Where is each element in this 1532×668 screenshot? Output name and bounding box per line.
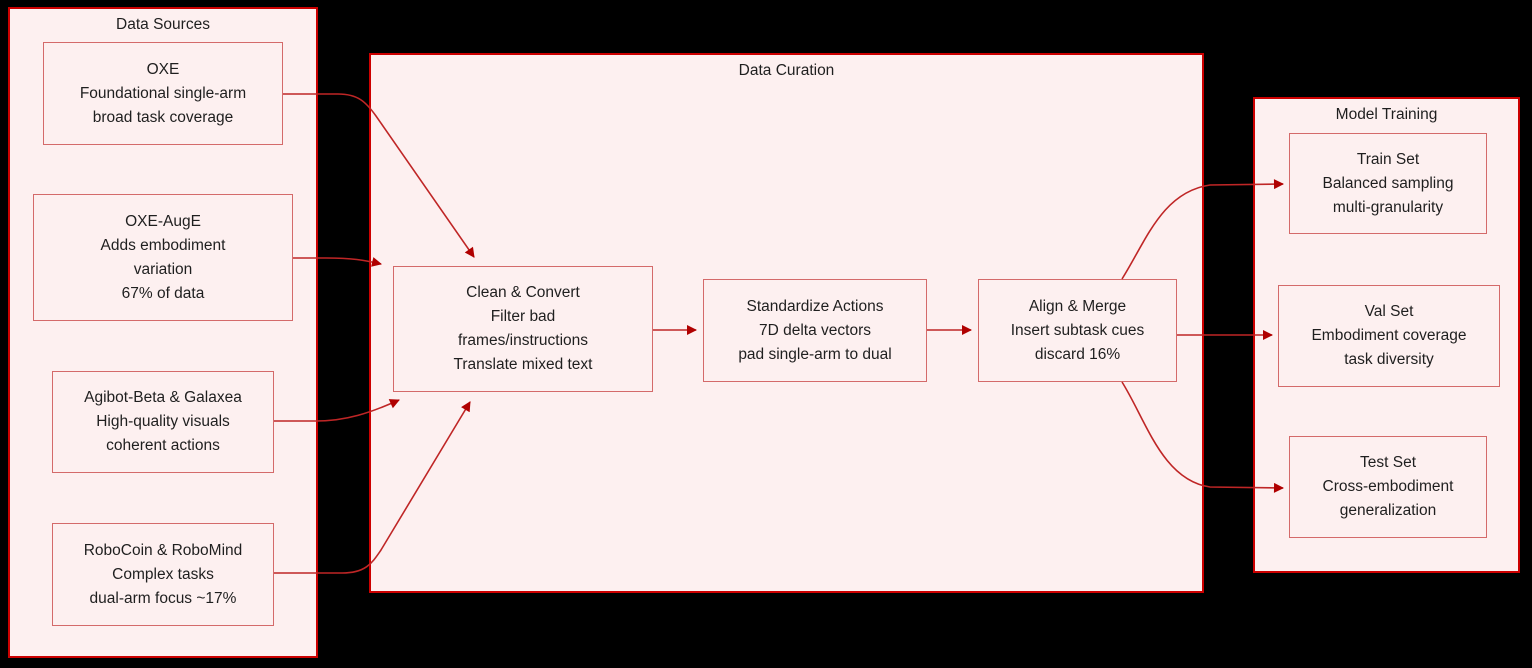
node-train-set-line: multi-granularity [1332, 198, 1444, 216]
node-agibot-galaxea: Agibot-Beta & Galaxea High-quality visua… [52, 371, 274, 473]
node-clean-convert-line: frames/instructions [457, 332, 589, 349]
node-val-set-line: Embodiment coverage [1311, 327, 1467, 344]
node-clean-convert-line: Translate mixed text [453, 356, 593, 373]
node-agibot-galaxea-line: Agibot-Beta & Galaxea [84, 389, 242, 406]
node-oxe-line: OXE [146, 60, 180, 78]
node-test-set: Test Set Cross-embodiment generalization [1289, 436, 1487, 538]
container-title-data-sources: Data Sources [116, 16, 210, 33]
node-oxe-auge-line: 67% of data [121, 284, 205, 302]
node-robocoin-robomind-line: RoboCoin & RoboMind [83, 541, 243, 559]
node-oxe: OXE Foundational single-arm broad task c… [43, 42, 283, 145]
node-clean-convert-line: Filter bad [490, 308, 556, 325]
node-test-set-line: generalization [1339, 502, 1437, 519]
node-standardize-actions-line: pad single-arm to dual [738, 345, 892, 363]
node-val-set-line: task diversity [1344, 351, 1434, 368]
node-test-set-line: Cross-embodiment [1322, 478, 1454, 495]
node-robocoin-robomind-line: dual-arm focus ~17% [89, 589, 237, 607]
node-robocoin-robomind-line: Complex tasks [112, 565, 214, 583]
container-title-data-curation: Data Curation [738, 62, 835, 79]
node-train-set-line: Train Set [1356, 150, 1420, 168]
node-oxe-auge-line: Adds embodiment [100, 236, 226, 254]
node-standardize-actions-line: Standardize Actions [746, 297, 884, 315]
node-agibot-galaxea-line: coherent actions [106, 437, 220, 454]
node-align-merge: Align & Merge Insert subtask cues discar… [978, 279, 1177, 382]
node-clean-convert-line: Clean & Convert [466, 284, 580, 301]
node-val-set-line: Val Set [1364, 303, 1414, 320]
node-train-set: Train Set Balanced sampling multi-granul… [1289, 133, 1487, 234]
node-robocoin-robomind: RoboCoin & RoboMind Complex tasks dual-a… [52, 523, 274, 626]
node-oxe-line: Foundational single-arm [79, 84, 247, 102]
node-oxe-auge: OXE-AugE Adds embodiment variation 67% o… [33, 194, 293, 321]
node-agibot-galaxea-line: High-quality visuals [96, 413, 230, 430]
node-align-merge-line: Align & Merge [1028, 297, 1127, 315]
node-val-set: Val Set Embodiment coverage task diversi… [1278, 285, 1500, 387]
node-oxe-line: broad task coverage [92, 108, 234, 126]
node-test-set-line: Test Set [1360, 454, 1416, 471]
node-standardize-actions: Standardize Actions 7D delta vectors pad… [703, 279, 927, 382]
node-align-merge-line: Insert subtask cues [1010, 321, 1145, 339]
node-train-set-line: Balanced sampling [1322, 174, 1454, 192]
node-standardize-actions-line: 7D delta vectors [759, 321, 871, 339]
node-oxe-auge-line: OXE-AugE [125, 212, 201, 230]
container-title-model-training: Model Training [1335, 106, 1438, 123]
node-align-merge-line: discard 16% [1034, 345, 1121, 363]
node-clean-convert: Clean & Convert Filter bad frames/instru… [393, 266, 653, 392]
node-oxe-auge-line: variation [133, 260, 193, 278]
